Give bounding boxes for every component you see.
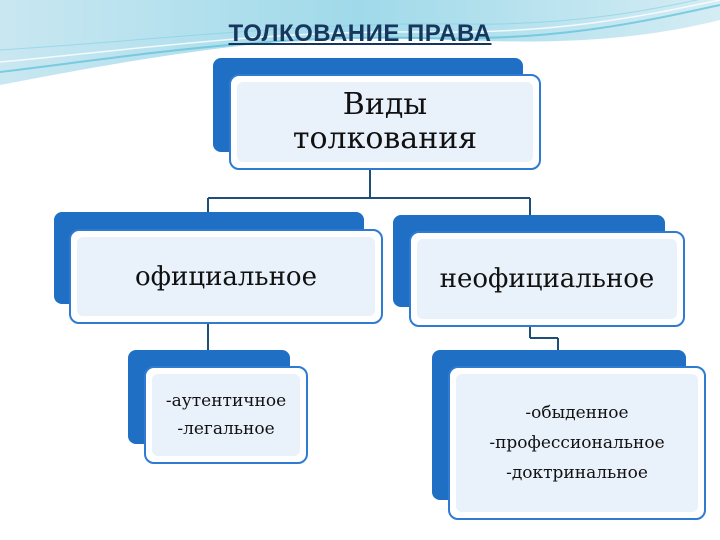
unofficial-label: неофициальное <box>439 264 655 294</box>
root-label-line1: Виды <box>342 87 428 122</box>
official-label: официальное <box>135 261 317 292</box>
unofficial-types-node: -обыденное -профессиональное -доктриналь… <box>432 350 706 520</box>
unofficial-item-2: -профессиональное <box>489 433 665 453</box>
official-item-1: -аутентичное <box>165 391 287 411</box>
unofficial-item-1: -обыденное <box>525 403 629 423</box>
unofficial-node: неофициальное <box>393 215 685 327</box>
page-title: ТОЛКОВАНИЕ ПРАВА <box>228 20 492 47</box>
unofficial-item-3: -доктринальное <box>506 463 648 483</box>
official-item-2: -легальное <box>177 419 275 439</box>
official-node: официальное <box>54 212 384 324</box>
root-label-line2: толкования <box>292 121 478 156</box>
root-node: Виды толкования <box>213 58 543 170</box>
official-types-node: -аутентичное -легальное <box>128 350 308 464</box>
